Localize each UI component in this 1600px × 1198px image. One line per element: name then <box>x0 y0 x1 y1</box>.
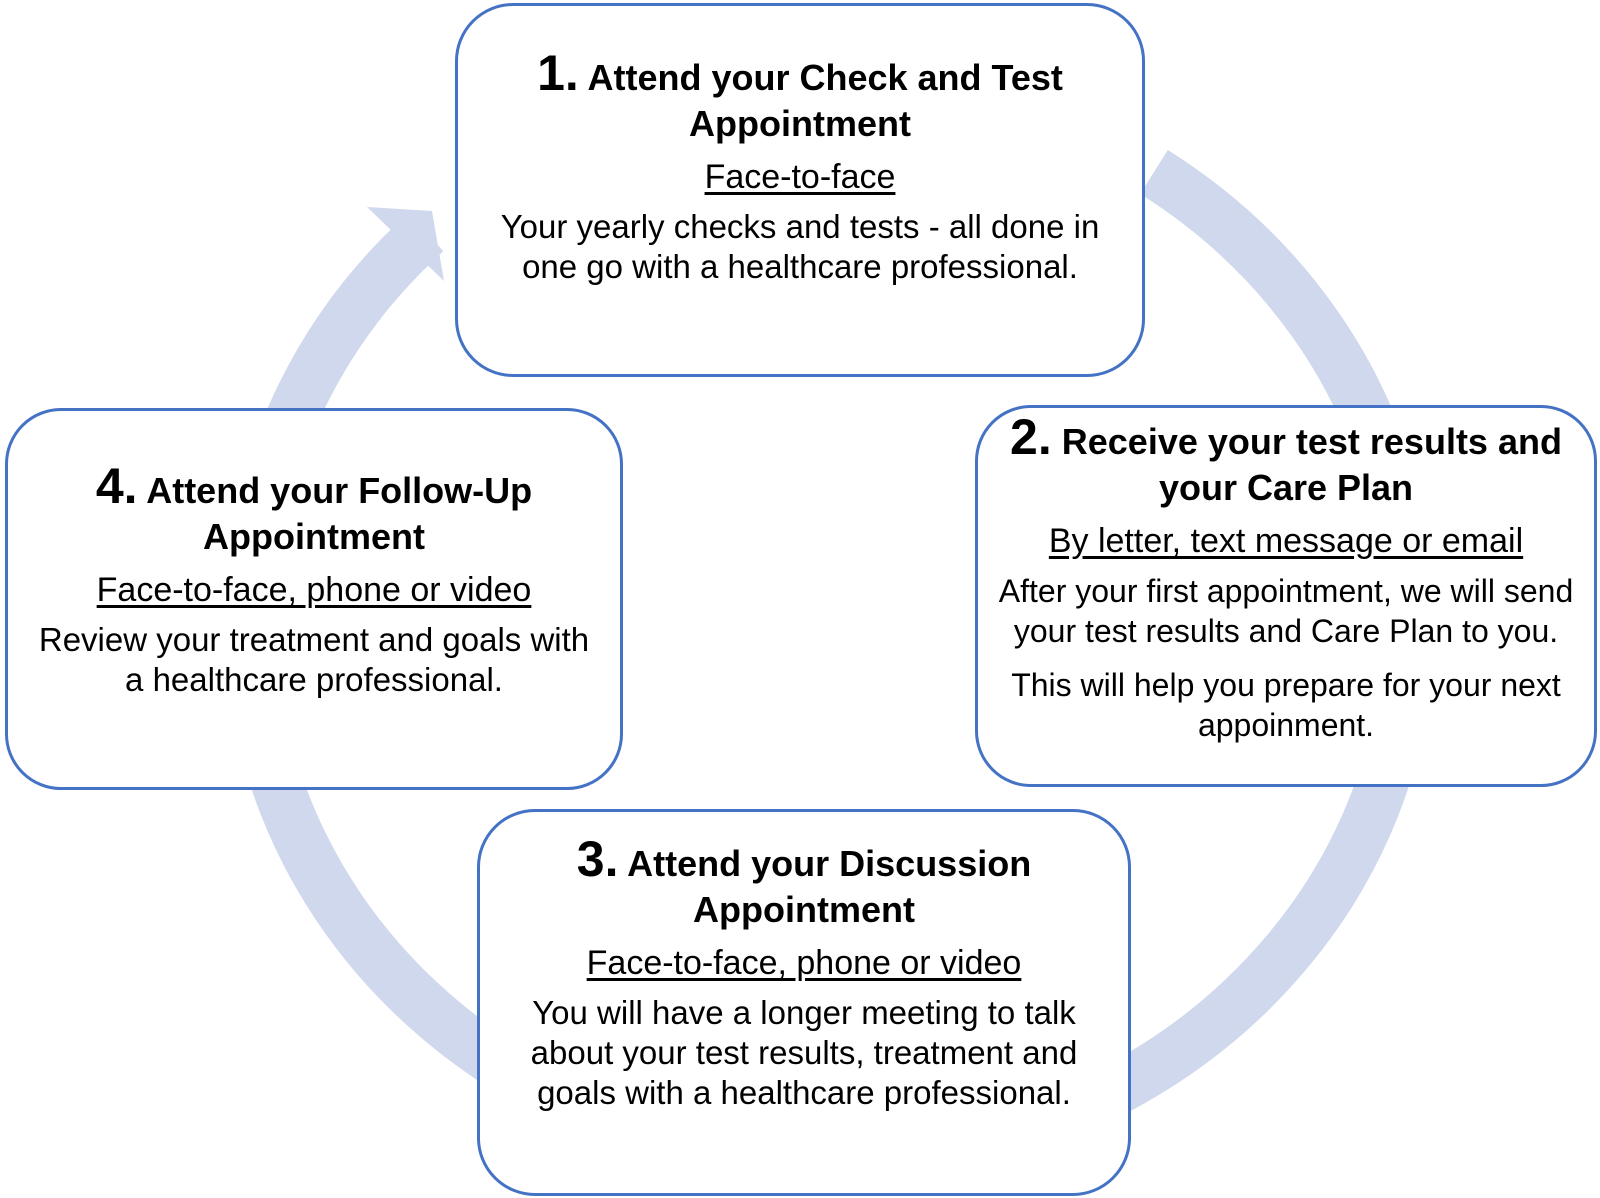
step-3-heading: 3. Attend your Discussion Appointment <box>500 834 1108 933</box>
step-2-description-2: This will help you prepare for your next… <box>1011 667 1561 743</box>
step-1-mode: Face-to-face <box>704 158 896 196</box>
step-4-title: Attend your Follow-Up Appointment <box>146 470 533 557</box>
step-2-box: 2. Receive your test results and your Ca… <box>975 405 1597 787</box>
step-3-description: You will have a longer meeting to talk a… <box>530 994 1078 1111</box>
step-1-heading: 1. Attend your Check and Test Appointmen… <box>488 48 1112 147</box>
step-1-box: 1. Attend your Check and Test Appointmen… <box>455 3 1145 377</box>
step-2-description: After your first appointment, we will se… <box>998 573 1574 649</box>
step-4-mode: Face-to-face, phone or video <box>96 571 532 609</box>
step-3-number: 3. <box>576 831 619 887</box>
step-4-number: 4. <box>95 458 138 514</box>
step-4-description: Review your treatment and goals with a h… <box>38 621 590 698</box>
step-2-title: Receive your test results and your Care … <box>1061 421 1562 508</box>
step-2-heading: 2. Receive your test results and your Ca… <box>992 412 1580 511</box>
step-1-description: Your yearly checks and tests - all done … <box>500 208 1100 285</box>
step-2-mode: By letter, text message or email <box>1048 522 1524 560</box>
cycle-arrowhead <box>367 207 444 281</box>
step-1-number: 1. <box>537 45 579 101</box>
step-4-box: 4. Attend your Follow-Up Appointment Fac… <box>5 408 623 790</box>
step-3-mode: Face-to-face, phone or video <box>586 944 1022 982</box>
step-3-title: Attend your Discussion Appointment <box>627 843 1032 930</box>
step-4-heading: 4. Attend your Follow-Up Appointment <box>28 461 600 560</box>
step-2-number: 2. <box>1010 409 1052 465</box>
step-1-title: Attend your Check and Test Appointment <box>587 57 1063 144</box>
step-3-box: 3. Attend your Discussion Appointment Fa… <box>477 809 1131 1196</box>
